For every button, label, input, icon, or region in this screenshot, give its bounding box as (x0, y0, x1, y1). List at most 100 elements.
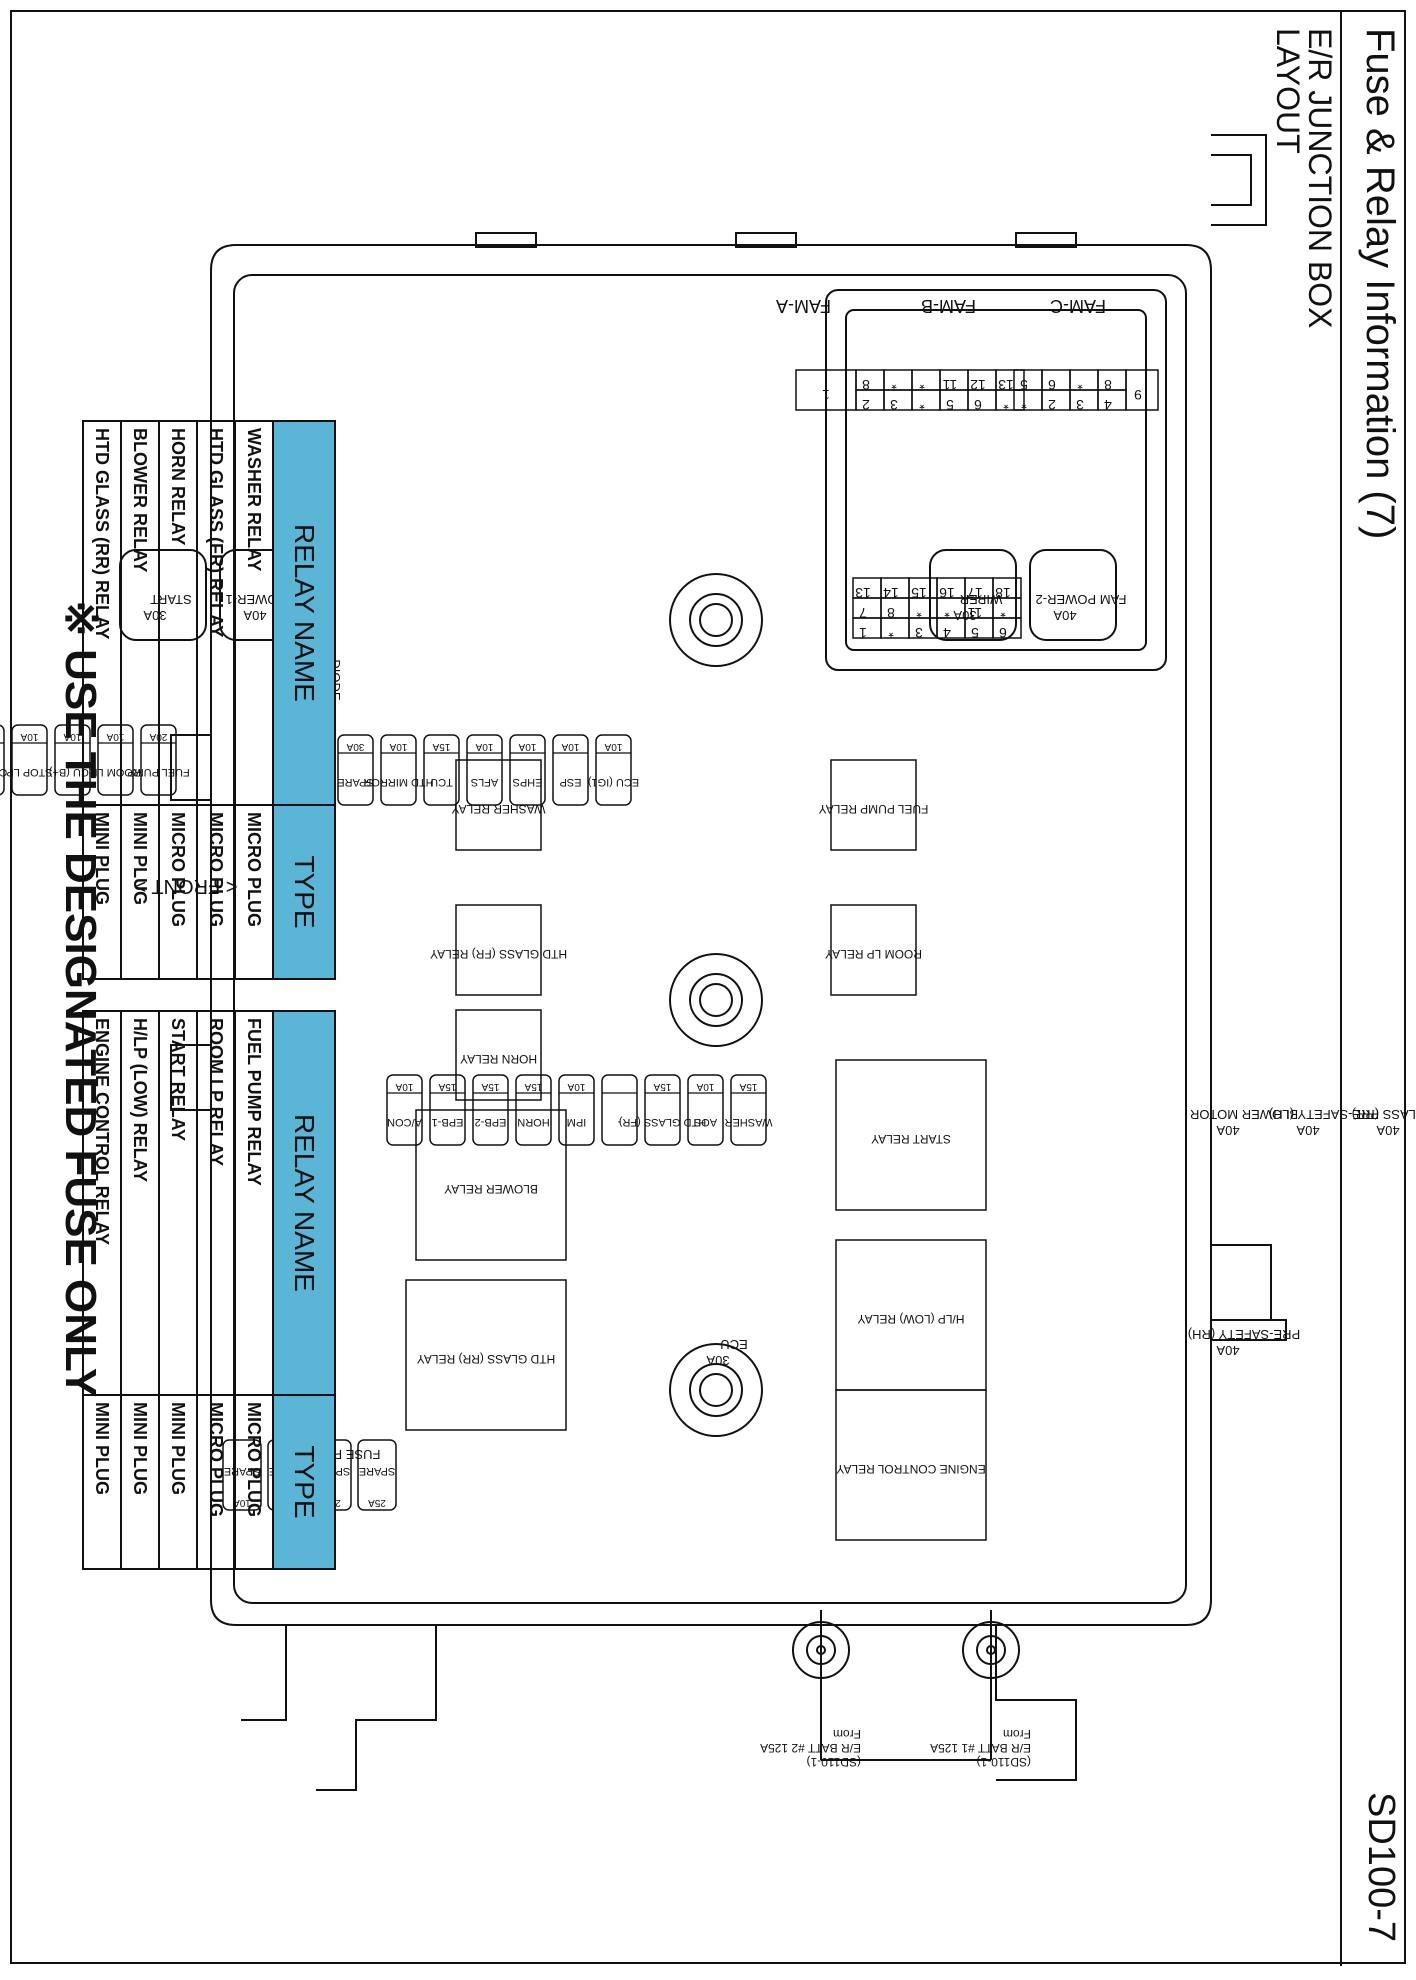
fam-b-pin-label: 18 (995, 585, 1011, 601)
relay-name-cell: START RELAY (159, 1011, 197, 1395)
relay-bottom (835, 1059, 987, 1211)
fuse-name: HORN (517, 1116, 549, 1128)
fuse-name: EHPS (513, 776, 543, 788)
bolt-2 (669, 953, 763, 1047)
fam-b-pin-label: 13 (855, 585, 871, 601)
relay-name-cell: FUEL PUMP RELAY (235, 1011, 273, 1395)
fam-c-pin (1013, 389, 1043, 411)
relay-top (455, 1009, 542, 1101)
fam-c-pin-label: * (1021, 397, 1027, 413)
large-fuse-name: START (150, 592, 191, 607)
fam-a-pin-label: 3 (890, 397, 898, 413)
fuse-name: SPARE (337, 776, 373, 788)
fam-c-wide-pin: 9 (1134, 387, 1142, 403)
fuse-name: HTD GLASS (FR) (619, 1116, 706, 1128)
fuse-columns: 15A WASHER 10A AOS 15A HTD GLASS (FR)- 10A IPM 1… (0, 724, 773, 1146)
fuse-amp: 15A (432, 741, 450, 752)
fuse-name: TCU (430, 776, 453, 788)
fuse-amp: 15A (481, 1081, 499, 1092)
fam-b-pin-label: 17 (967, 585, 983, 601)
large-fuse-name: PRE-SAFETY (LH) (1269, 1107, 1379, 1122)
fuse-name: AOS (694, 1116, 717, 1128)
fuse-amp: 15A (438, 1081, 456, 1092)
large-fuse-name: BLOWER MOTOR (1190, 1107, 1298, 1122)
fuse-slot (730, 1074, 767, 1146)
large-fuse-amp: 30A (143, 608, 166, 623)
fuse-amp: 10A (20, 731, 38, 742)
fuse-name: ECU (B+) (49, 766, 96, 778)
housing-outer (210, 244, 1212, 1626)
battery-feed-text: E/R BATT #1 125A (930, 1741, 1031, 1755)
fam-a-wide-pin: 1 (822, 387, 830, 403)
relay-table-1-header-type: TYPE (273, 805, 335, 979)
fuse-slot (601, 1074, 638, 1146)
large-fuse-amp: 40A (1216, 1123, 1239, 1138)
fam-a-pin-label: * (919, 397, 925, 413)
large-fuse-amp: 40A (1296, 1123, 1319, 1138)
fam-a-pin (911, 389, 941, 411)
large-fuse-name: FAM POWER-2 (1035, 592, 1126, 607)
large-fuse-amp: 40A (1376, 1123, 1399, 1138)
fuse-amp: 10A (696, 1081, 714, 1092)
fuse-name: - (617, 1116, 621, 1128)
fam-housing (825, 289, 1167, 671)
relay-name-cell: HORN RELAY (159, 421, 197, 805)
fuse-wiper-body (929, 549, 1017, 641)
relay-type-cell: MICRO PLUG (197, 805, 235, 979)
fam-c-pin-label: 2 (1048, 397, 1056, 413)
fam-b-pin-label: 3 (915, 625, 923, 641)
fuse-name: WASHER (725, 1116, 773, 1128)
fam-a-pin-label: 13 (998, 377, 1014, 393)
fam-b-pin-label: 15 (911, 585, 927, 601)
fuse-name: IPM (567, 1116, 587, 1128)
fuse-slot (466, 734, 503, 806)
fam-a-pin-label: * (919, 377, 925, 393)
spare-name: SPARE (224, 1465, 260, 1477)
fuse-name: EPB-1 (432, 1116, 464, 1128)
relay-bottom-label: H/LP (LOW) RELAY (858, 1312, 965, 1326)
fam-b-pin-label: 14 (883, 585, 899, 601)
fuse-amp: 10A (475, 741, 493, 752)
fuse-amp: 10A (561, 741, 579, 752)
fuse-fam-power-2-body (1029, 549, 1117, 641)
fam-c-pin-label: 6 (1048, 377, 1056, 393)
large-fuse-name: WIPER (960, 592, 1003, 607)
battery-feed-text: From (833, 1727, 861, 1741)
relay-top-label: HTD GLASS (FR) RELAY (430, 947, 567, 961)
relay-bottom (835, 1389, 987, 1541)
fam-c-pin-label: 4 (1104, 397, 1112, 413)
fuse-slot (97, 724, 134, 796)
fam-b-pin-label: 11 (968, 605, 983, 621)
battery-feed-text: (SD110-1) (807, 1755, 861, 1769)
spare-slot (222, 1439, 262, 1511)
relay-bottom-label: FUEL PUMP RELAY (819, 802, 929, 816)
fuse-name: FUEL PUMP (127, 766, 190, 778)
fuse-amp: 10A (518, 741, 536, 752)
large-fuse-amp: 40A (1216, 1343, 1239, 1358)
large-fuse-amp: 40A (1053, 608, 1076, 623)
fam-b-pin-label: 5 (971, 625, 979, 641)
large-fuse-name: HTD GLASS (RR) (1352, 1107, 1416, 1122)
fuse-slot (0, 724, 5, 796)
relay-top-label: HTD GLASS (RR) RELAY (417, 1352, 555, 1366)
fuse-amp: 10A (395, 1081, 413, 1092)
battery-feed-text: E/R BATT #2 125A (760, 1741, 861, 1755)
relay-name-cell: HTD GLASS (FR) RELAY (197, 421, 235, 805)
relay-table-2-header-type: TYPE (273, 1395, 335, 1569)
fam-a-pin-label: * (891, 377, 897, 393)
relay-table-2-header-name: RELAY NAME (273, 1011, 335, 1395)
fuse-slot (11, 724, 48, 796)
relay-bottom (830, 904, 917, 996)
relay-top-label: WASHER RELAY (451, 802, 545, 816)
relay-top (415, 1109, 567, 1261)
fuse-slot (595, 734, 632, 806)
relay-top (455, 759, 542, 851)
fam-b-pin-label: * (1000, 605, 1006, 621)
fuse-name: ROOM LP (90, 766, 141, 778)
